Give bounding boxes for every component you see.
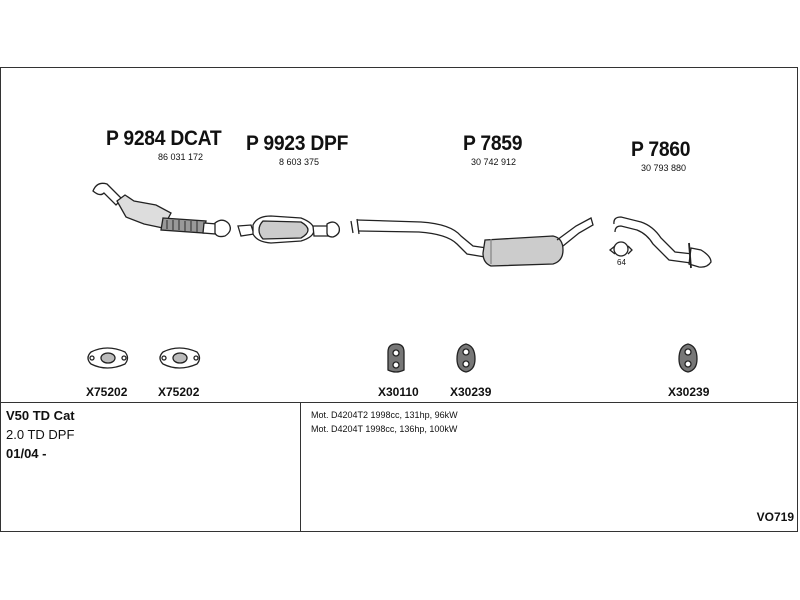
- engine-line: Mot. D4204T2 1998cc, 131hp, 96kW: [311, 410, 458, 420]
- exhaust-system-sheet: P 9284 DCAT 86 031 172 P 9923 DPF 8 603 …: [0, 67, 798, 532]
- clamp-code-label: 64: [617, 258, 626, 267]
- accessory-label: X30239: [668, 385, 710, 399]
- engine-line: Mot. D4204T 1998cc, 136hp, 100kW: [311, 424, 458, 434]
- vehicle-model: V50 TD Cat: [6, 408, 75, 423]
- part-number-label: P 9284 DCAT: [106, 127, 222, 150]
- clamp-part[interactable]: [608, 241, 633, 257]
- oe-number-label: 8 603 375: [279, 157, 320, 167]
- catalytic-converter-part[interactable]: [92, 182, 231, 238]
- part-number-label: P 7859: [463, 132, 523, 155]
- accessory-label: X75202: [158, 385, 200, 399]
- oe-number-label: 30 793 880: [641, 163, 687, 173]
- vehicle-year: 01/04 -: [6, 446, 47, 461]
- accessory-label: X30239: [450, 385, 492, 399]
- gasket-shape[interactable]: [87, 347, 129, 369]
- reference-code: VO719: [756, 510, 794, 524]
- accessory-label: X75202: [86, 385, 128, 399]
- middle-silencer-part[interactable]: [350, 217, 594, 267]
- part-number-label: P 9923 DPF: [246, 132, 349, 155]
- tail-pipe-part[interactable]: [613, 216, 712, 269]
- rubber-mount-shape[interactable]: [387, 343, 405, 373]
- vehicle-engine: 2.0 TD DPF: [6, 427, 75, 442]
- vehicle-info-cell: V50 TD Cat 2.0 TD DPF 01/04 -: [1, 402, 301, 532]
- gasket-shape[interactable]: [159, 347, 201, 369]
- exhaust-drawing: [87, 182, 712, 373]
- oe-number-label: 30 742 912: [471, 157, 517, 167]
- parts-diagram-area: P 9284 DCAT 86 031 172 P 9923 DPF 8 603 …: [1, 68, 797, 403]
- accessory-label: X30110: [378, 385, 419, 399]
- rubber-mount-shape[interactable]: [456, 343, 476, 373]
- rubber-mount-shape[interactable]: [678, 343, 698, 373]
- particulate-filter-part[interactable]: [237, 215, 341, 244]
- oe-number-label: 86 031 172: [158, 152, 204, 162]
- part-number-label: P 7860: [631, 138, 691, 161]
- engine-info-cell: Mot. D4204T2 1998cc, 131hp, 96kW Mot. D4…: [301, 402, 798, 532]
